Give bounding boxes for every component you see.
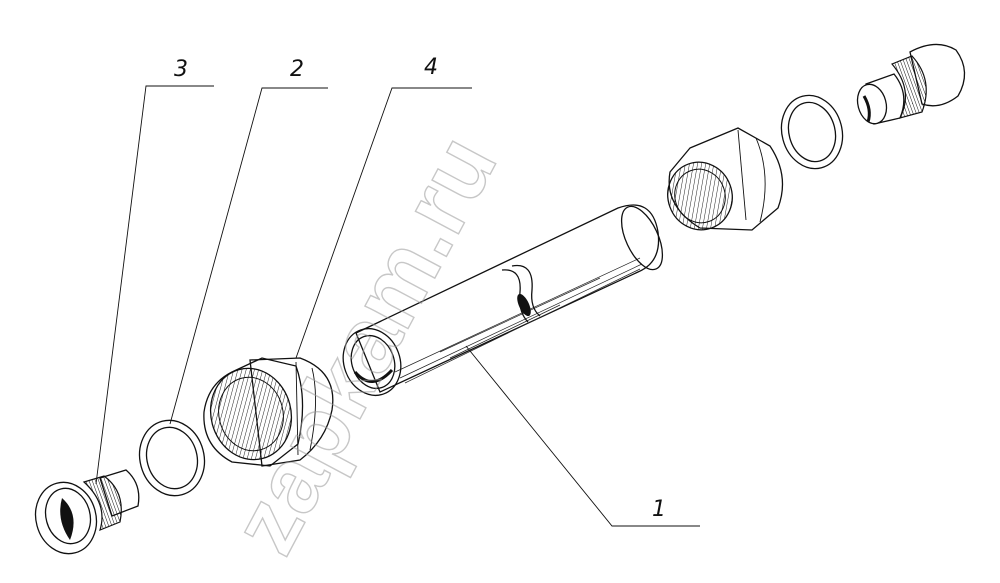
nut-left — [203, 357, 334, 467]
callout-1: 1 — [652, 497, 666, 522]
leader-line-4 — [295, 87, 472, 359]
fitting-right — [856, 43, 966, 125]
fitting-left — [34, 469, 140, 555]
leader-line-2 — [169, 87, 328, 425]
nut-right — [667, 127, 784, 231]
leader-lines — [95, 85, 700, 527]
washer-right — [780, 94, 844, 170]
callout-3: 3 — [174, 57, 188, 82]
callout-2: 2 — [290, 57, 304, 82]
callout-4: 4 — [424, 55, 438, 80]
leader-line-1 — [465, 345, 700, 527]
leader-line-3 — [95, 85, 214, 485]
washer-left — [138, 419, 206, 497]
